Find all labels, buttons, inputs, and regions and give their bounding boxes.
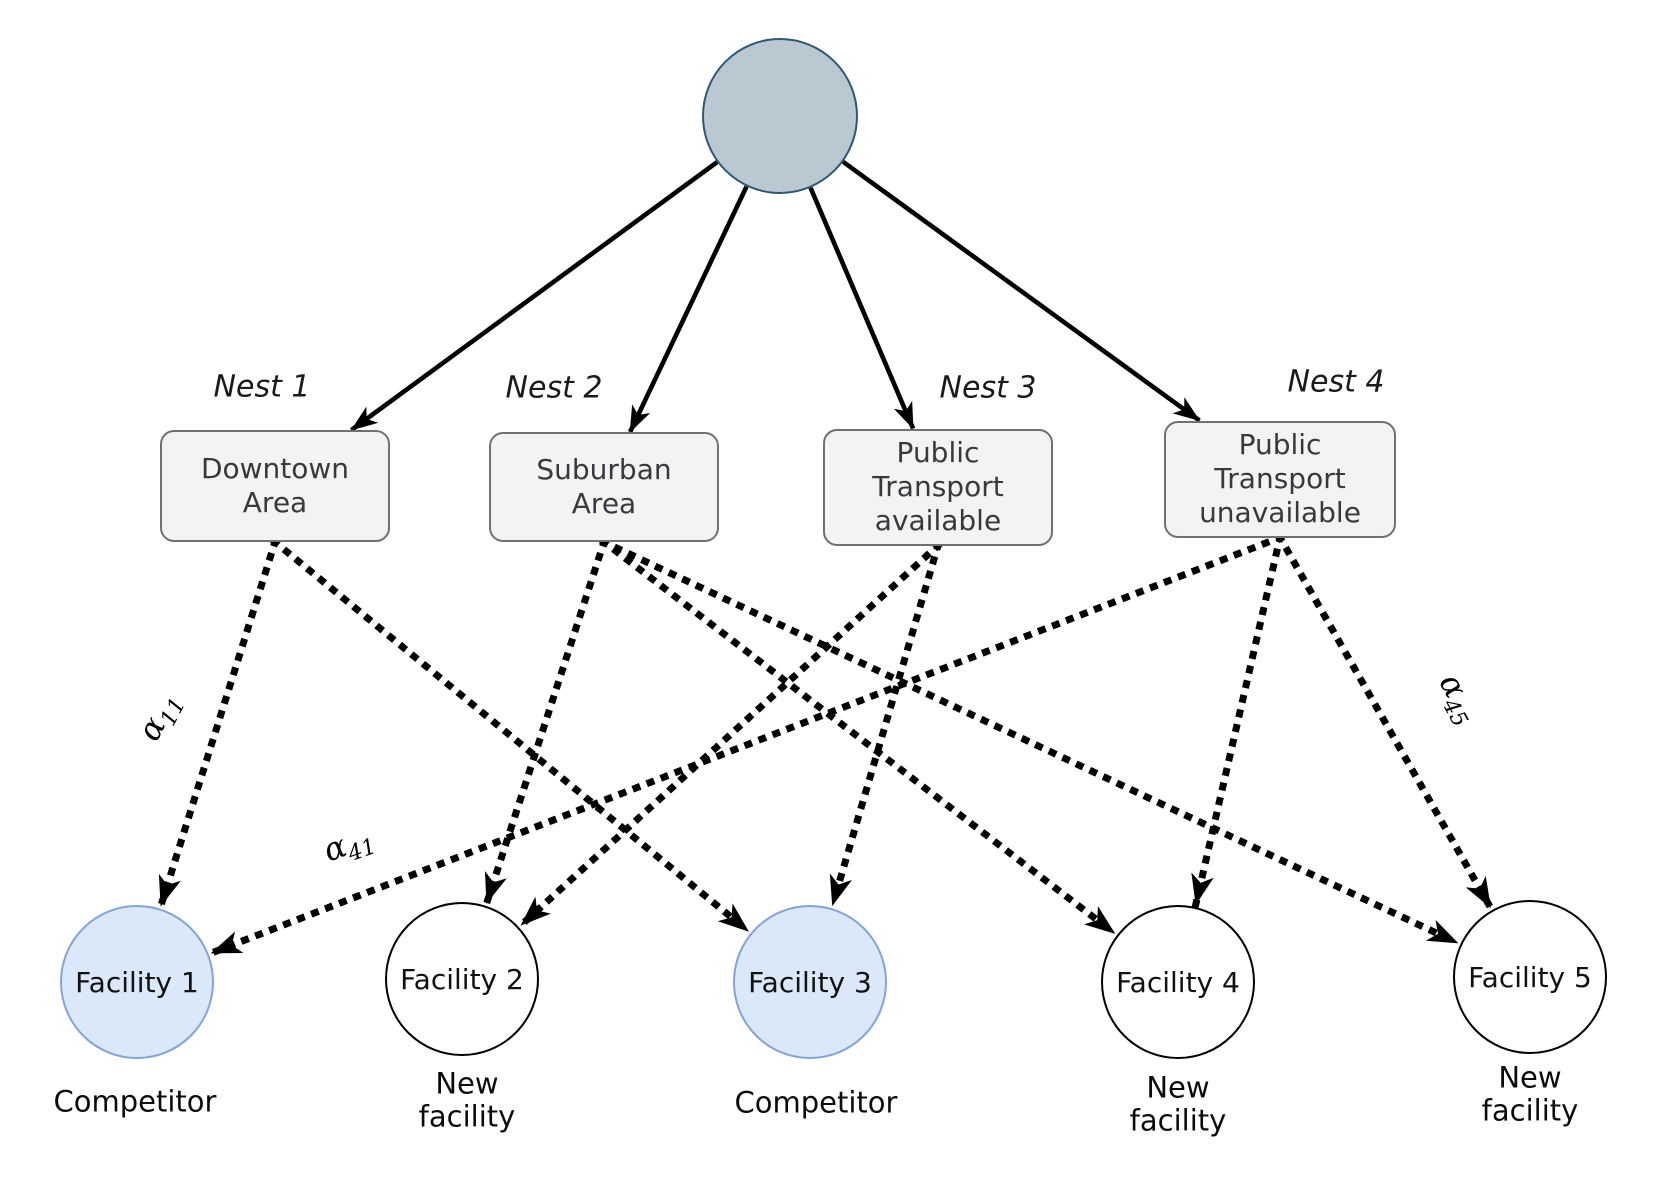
facility-1-node: Facility 1 [60,905,214,1059]
edge-nest1-f1 [156,537,280,911]
nest-4-box-public-transport-unavailable: Public Transport unavailable [1164,420,1396,538]
nest-4-label: Nest 4 [1287,364,1385,400]
facility-3-sublabel-competitor: Competitor [734,1085,898,1120]
edge-nest1-f3 [270,537,754,937]
facility-5-label: Facility 5 [1468,960,1592,994]
edge-root-nest4 [841,159,1201,423]
edge-root-nest2 [628,185,749,433]
facility-4-label: Facility 4 [1116,965,1240,999]
facility-1-sublabel-competitor: Competitor [53,1084,217,1119]
nest-3-box-public-transport-available: Public Transport available [823,428,1053,546]
nest-3-label: Nest 3 [939,370,1037,406]
edge-nest2-f2 [482,537,609,908]
facility-4-sublabel-new-facility: New facility [1129,1070,1227,1138]
nest-1-label: Nest 1 [213,369,311,405]
edge-root-nest3 [808,186,916,430]
edge-nest3-f3 [828,541,943,910]
facility-4-node: Facility 4 [1101,905,1255,1059]
facility-5-sublabel-new-facility: New facility [1481,1060,1579,1128]
facility-1-label: Facility 1 [75,965,199,999]
edge-nest2-f4 [599,537,1120,939]
edge-nest4-f4 [1191,533,1285,909]
nest-2-box-suburban-area: Suburban Area [489,432,719,542]
facility-2-sublabel-new-facility: New facility [418,1066,516,1134]
facility-5-node: Facility 5 [1453,900,1607,1054]
edge-nest4-f1 [207,532,1285,958]
nest-1-box-downtown-area: Downtown Area [160,430,390,542]
edge-nest2-f5 [599,537,1463,948]
root-node [702,38,858,194]
edge-nest3-f2 [516,540,943,931]
facility-2-node: Facility 2 [385,902,539,1056]
facility-2-label: Facility 2 [400,962,524,996]
facility-3-node: Facility 3 [733,905,887,1059]
edge-nest4-f5 [1275,532,1496,913]
edge-root-nest1 [350,160,719,432]
nest-2-label: Nest 2 [505,370,603,406]
facility-3-label: Facility 3 [748,965,872,999]
